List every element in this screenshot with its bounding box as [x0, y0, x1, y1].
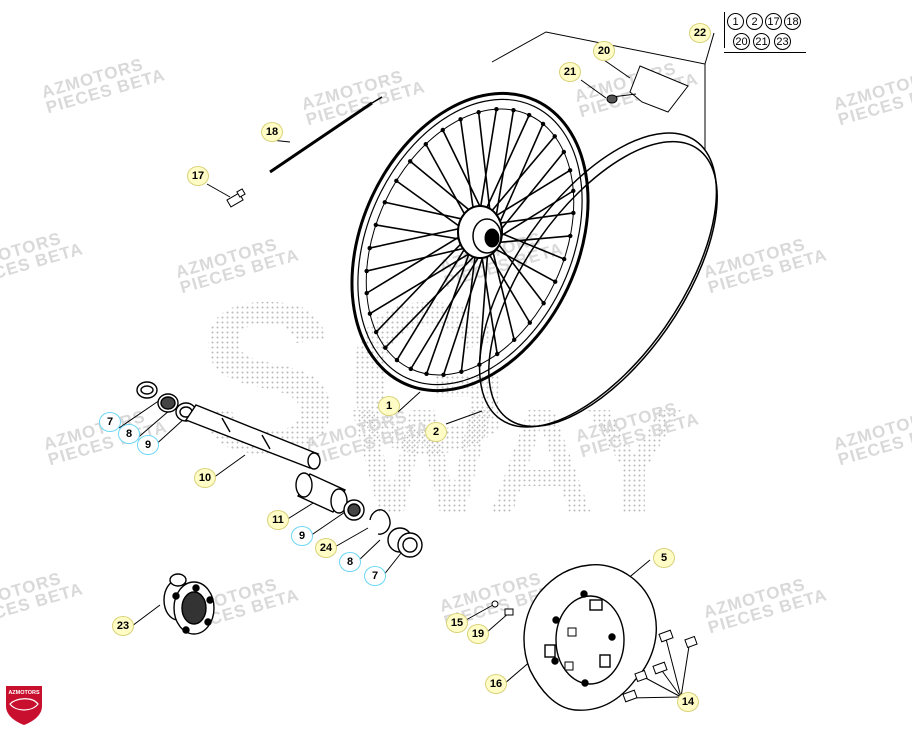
kit-item: 2 — [746, 13, 763, 30]
nipple — [373, 329, 379, 335]
nipple — [527, 320, 533, 325]
spoke — [425, 239, 475, 375]
nipple — [571, 210, 576, 216]
callout-10[interactable]: 10 — [194, 468, 216, 488]
callout-7[interactable]: 7 — [364, 566, 386, 586]
callout-9[interactable]: 9 — [137, 435, 159, 455]
axle-assembly — [136, 381, 423, 558]
nipple — [440, 127, 445, 133]
nipple — [424, 371, 429, 377]
nipple — [383, 345, 388, 350]
callout-17[interactable]: 17 — [187, 166, 209, 186]
nipple — [511, 337, 517, 343]
callout-2[interactable]: 2 — [425, 422, 447, 442]
brake-disc — [523, 564, 657, 711]
callout-7[interactable]: 7 — [99, 412, 121, 432]
nipple — [541, 300, 546, 306]
small-bolt-parts — [491, 600, 577, 671]
callout-23[interactable]: 23 — [112, 616, 134, 636]
nipple — [367, 245, 372, 251]
tire — [478, 132, 718, 428]
kit-item: 17 — [765, 13, 782, 30]
nipple — [571, 188, 576, 194]
callout-22[interactable]: 22 — [689, 23, 711, 43]
nipple — [408, 366, 414, 372]
spoke — [479, 245, 499, 355]
nipple — [494, 106, 499, 112]
nipple — [495, 351, 500, 357]
valve-parts — [606, 65, 689, 113]
nipple — [373, 222, 379, 228]
nipple — [552, 279, 558, 284]
kit-item: 21 — [753, 33, 770, 50]
spoke-part — [269, 96, 383, 174]
spoke — [487, 244, 556, 283]
callout-24[interactable]: 24 — [315, 538, 337, 558]
callout-11[interactable]: 11 — [267, 510, 289, 530]
kit-box-left-border — [724, 12, 725, 48]
spoke-nipples — [364, 106, 576, 378]
nipple — [526, 112, 532, 118]
nipple — [407, 159, 413, 164]
spoke — [477, 112, 493, 225]
callout-5[interactable]: 5 — [653, 548, 675, 568]
callout-21[interactable]: 21 — [559, 62, 581, 82]
nipple — [568, 233, 573, 239]
callout-16[interactable]: 16 — [485, 674, 507, 694]
spoke — [396, 235, 473, 361]
kit-item: 23 — [774, 33, 791, 50]
nipple-part — [226, 188, 246, 208]
nipple — [552, 134, 557, 139]
kit-reference-box: 1 2 17 18 20 21 23 — [724, 10, 806, 53]
spoke — [494, 190, 574, 241]
nipple — [567, 168, 573, 173]
kit-item: 18 — [784, 13, 801, 30]
kit-item: 1 — [727, 13, 744, 30]
callout-8[interactable]: 8 — [118, 424, 140, 444]
nipple — [441, 372, 446, 378]
callout-19[interactable]: 19 — [467, 624, 489, 644]
callout-8[interactable]: 8 — [339, 552, 361, 572]
nipple — [476, 110, 481, 115]
callout-9[interactable]: 9 — [291, 526, 313, 546]
nipple — [423, 141, 429, 147]
nipple — [394, 357, 400, 363]
nipple — [394, 178, 399, 184]
disc-bolts — [622, 629, 698, 703]
nipple — [561, 149, 567, 155]
logo-text: AZMOTORS — [8, 690, 40, 696]
nipple — [561, 256, 567, 262]
nipple — [459, 369, 464, 374]
spoke — [483, 245, 531, 324]
nipple — [458, 117, 463, 122]
nipple — [367, 311, 373, 316]
callout-1[interactable]: 1 — [378, 396, 400, 416]
nipple — [364, 268, 369, 274]
nipple — [511, 107, 516, 113]
callout-18[interactable]: 18 — [261, 122, 283, 142]
callout-20[interactable]: 20 — [593, 41, 615, 61]
nipple — [382, 200, 388, 205]
callout-14[interactable]: 14 — [677, 692, 699, 712]
kit-item: 20 — [733, 33, 750, 50]
kit-box-bottom-border — [724, 52, 806, 53]
shield-icon: AZMOTORS — [6, 686, 42, 725]
nipple — [540, 121, 546, 127]
spoke — [375, 231, 473, 333]
background-dotted-word-2: WAY — [352, 379, 688, 544]
callout-15[interactable]: 15 — [446, 613, 468, 633]
hub-flange-part — [163, 573, 215, 635]
wheel-hub — [457, 205, 503, 259]
spoke — [491, 235, 571, 244]
nipple — [364, 290, 369, 296]
brand-logo: AZMOTORS — [2, 682, 46, 726]
